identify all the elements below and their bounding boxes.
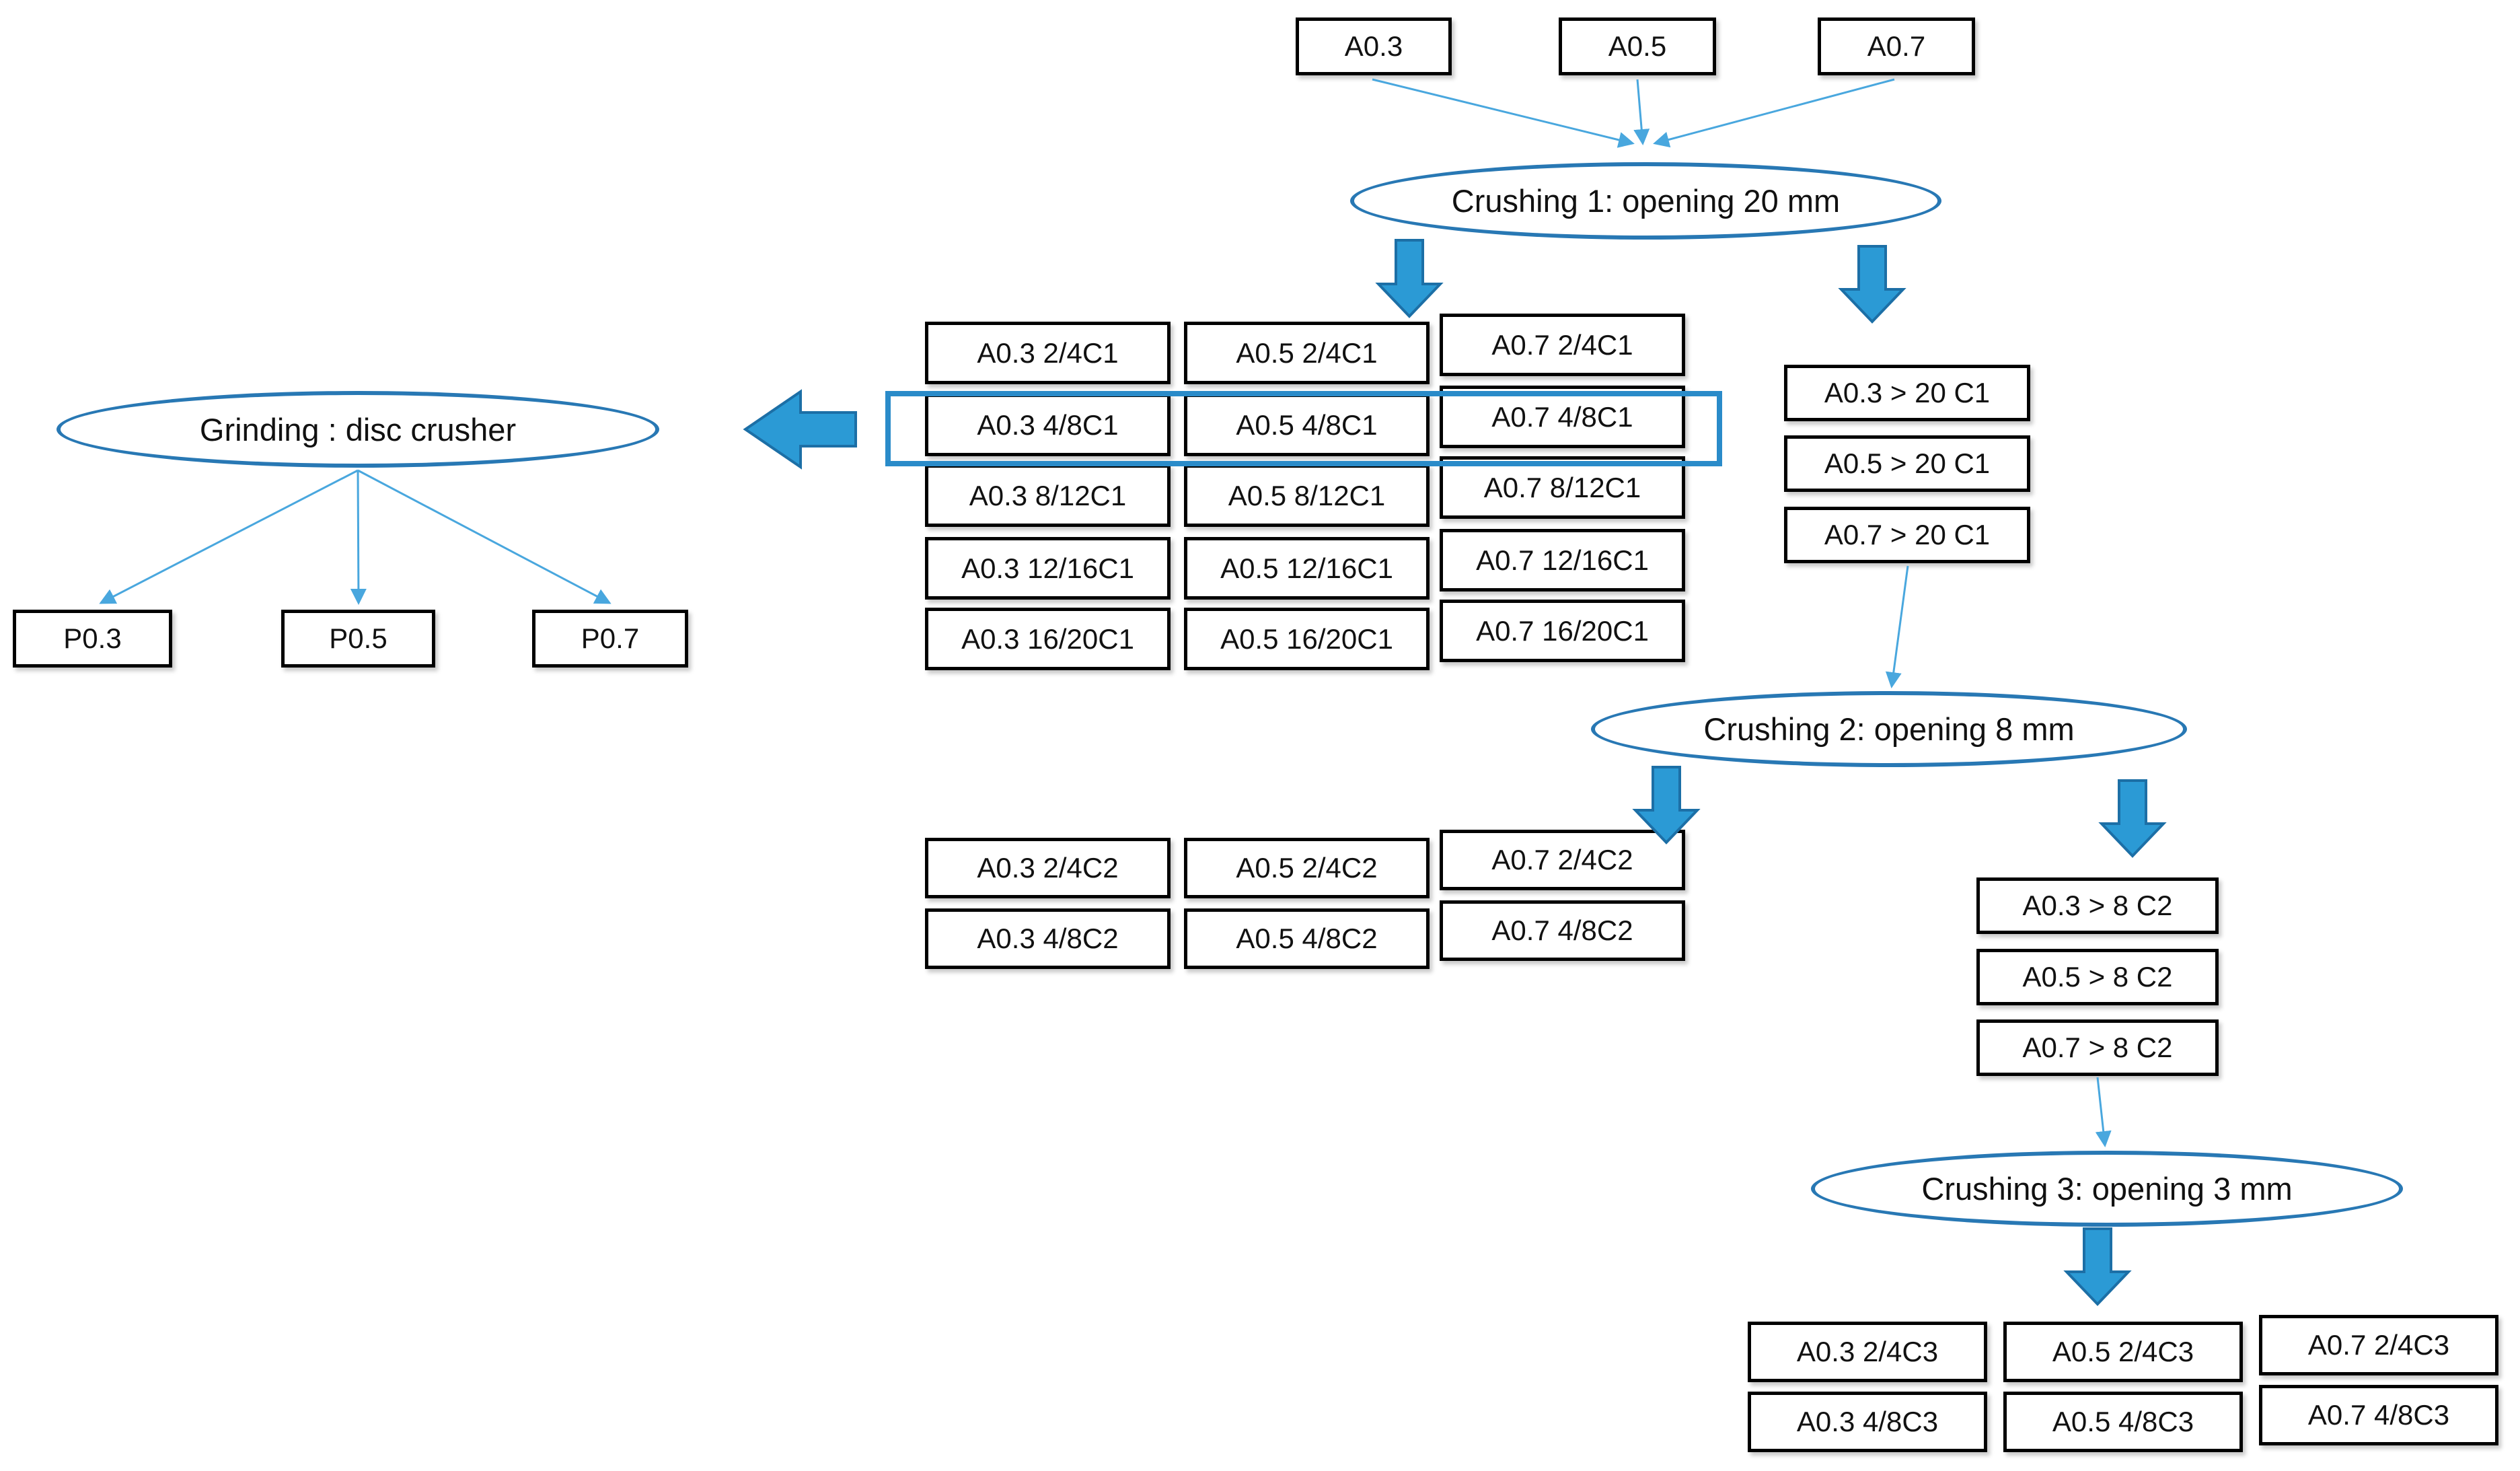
- c3-fraction-box: A0.7 2/4C3: [2259, 1315, 2498, 1375]
- product-box-p07: P0.7: [532, 610, 688, 668]
- thin-connector-feed2: [1633, 79, 1650, 145]
- thick-down-arrow-c1-oversize: [1838, 245, 1906, 324]
- c1-fraction-box: A0.3 12/16C1: [925, 537, 1171, 600]
- c2-fraction-box: A0.5 4/8C2: [1184, 908, 1430, 969]
- thick-left-arrow-to-grinding: [743, 389, 857, 470]
- c1-fraction-box: A0.7 8/12C1: [1440, 456, 1685, 519]
- feed-box-a05: A0.5: [1559, 17, 1716, 75]
- thick-down-arrow-c1-fractions: [1375, 239, 1444, 318]
- feed-box-a07: A0.7: [1818, 17, 1975, 75]
- product-box-p05: P0.5: [281, 610, 435, 668]
- c2-oversize-box: A0.5 > 8 C2: [1976, 949, 2219, 1005]
- c1-oversize-box: A0.7 > 20 C1: [1784, 507, 2030, 563]
- c2-oversize-box: A0.3 > 8 C2: [1976, 877, 2219, 934]
- c2-fraction-box: A0.5 2/4C2: [1184, 838, 1430, 898]
- c1-fraction-box: A0.7 12/16C1: [1440, 529, 1685, 591]
- thin-connector-p03: [99, 469, 359, 604]
- c1-fraction-box: A0.3 8/12C1: [925, 464, 1171, 527]
- thin-connector-feed1: [1372, 78, 1635, 148]
- c1-oversize-box: A0.3 > 20 C1: [1784, 365, 2030, 421]
- c3-fraction-box: A0.5 4/8C3: [2003, 1392, 2243, 1452]
- thin-connector-to-crushing3: [2095, 1077, 2112, 1147]
- c1-fraction-box: A0.7 2/4C1: [1440, 314, 1685, 376]
- crushing3-ellipse: Crushing 3: opening 3 mm: [1811, 1151, 2403, 1227]
- thin-connector-p07: [357, 469, 612, 604]
- c1-fraction-box: A0.5 12/16C1: [1184, 537, 1430, 600]
- c3-fraction-box: A0.3 4/8C3: [1748, 1392, 1987, 1452]
- crushing1-ellipse: Crushing 1: opening 20 mm: [1350, 162, 1941, 240]
- thick-down-arrow-c3-fractions: [2063, 1227, 2132, 1306]
- c2-fraction-box: A0.7 2/4C2: [1440, 830, 1685, 890]
- c1-fraction-box: A0.7 16/20C1: [1440, 600, 1685, 662]
- c2-fraction-box: A0.3 2/4C2: [925, 838, 1171, 898]
- c1-fraction-box: A0.3 2/4C1: [925, 322, 1171, 384]
- c3-fraction-box: A0.3 2/4C3: [1748, 1322, 1987, 1382]
- c1-fraction-box: A0.5 8/12C1: [1184, 464, 1430, 527]
- c3-fraction-box: A0.5 2/4C3: [2003, 1322, 2243, 1382]
- thick-down-arrow-c2-oversize: [2098, 779, 2167, 858]
- crushing2-ellipse: Crushing 2: opening 8 mm: [1591, 691, 2187, 767]
- c2-oversize-box: A0.7 > 8 C2: [1976, 1019, 2219, 1076]
- c1-fraction-box: A0.5 4/8C1: [1184, 394, 1430, 456]
- c2-fraction-box: A0.3 4/8C2: [925, 908, 1171, 969]
- c1-fraction-box: A0.5 16/20C1: [1184, 608, 1430, 670]
- feed-box-a03: A0.3: [1296, 17, 1452, 75]
- c1-fraction-box: A0.5 2/4C1: [1184, 322, 1430, 384]
- c1-fraction-box: A0.3 16/20C1: [925, 608, 1171, 670]
- highlight-rectangle-4-8c1-row: [885, 391, 1722, 466]
- thin-connector-p05: [350, 470, 367, 605]
- grinding-ellipse: Grinding : disc crusher: [57, 391, 659, 468]
- c3-fraction-box: A0.7 4/8C3: [2259, 1385, 2498, 1445]
- thin-connector-to-crushing2: [1885, 565, 1909, 688]
- c1-oversize-box: A0.5 > 20 C1: [1784, 435, 2030, 492]
- c2-fraction-box: A0.7 4/8C2: [1440, 900, 1685, 961]
- thin-connector-feed3: [1653, 78, 1895, 148]
- product-box-p03: P0.3: [13, 610, 172, 668]
